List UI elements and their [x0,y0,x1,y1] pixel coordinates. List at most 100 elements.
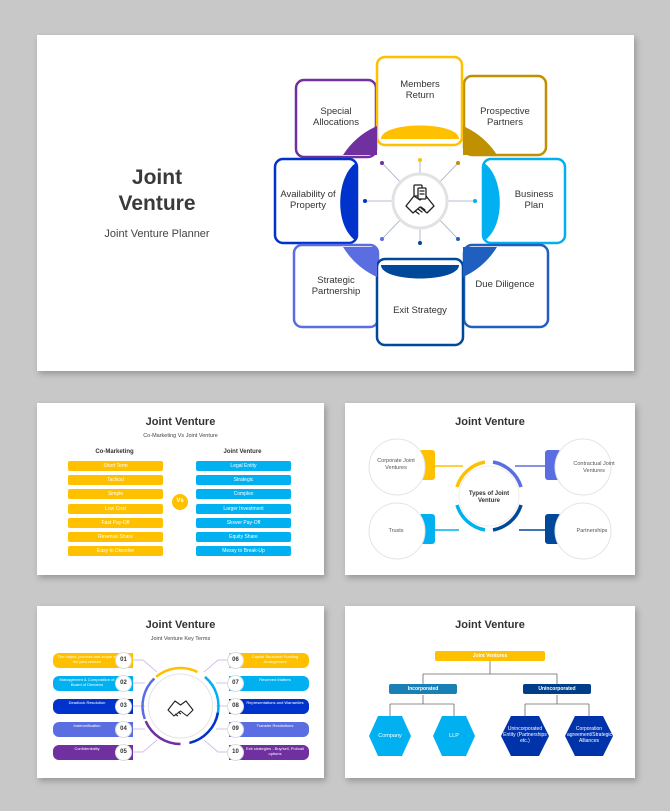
comparison-item: Simple [68,489,163,500]
key-term-number: 10 [227,744,244,761]
petal-label-bottom: Exit Strategy [393,305,447,316]
hex-unincorporated-entity [501,716,549,756]
key-term-number: 01 [115,652,132,669]
comparison-item: Larger Investment [196,503,291,514]
ring-bottom-left [343,247,377,277]
incorporated-node: Incorporated [389,684,457,694]
unincorporated-node: Unincorporated [523,684,591,694]
item-circle-trusts [368,502,426,560]
type-partnerships: Partnerships [576,528,608,534]
spoke-dots [363,158,477,245]
comparison-item: Strategic [196,475,291,486]
slide1-subtitle: Joint Venture Planner [104,228,210,240]
center-circle [391,172,449,230]
arc-contractual [492,460,523,488]
key-term-number: 07 [227,675,244,692]
petal-label-top-right: Prospective Partners [480,106,530,129]
comparison-item: Legal Entity [196,461,291,471]
key-term-bar [53,699,133,714]
key-term-bar [53,676,133,691]
petal-label-bottom-right: Due Diligence [475,279,535,290]
slide4-title: Joint Venture [145,619,216,631]
key-term-bar [229,676,309,691]
key-term-number: 08 [227,698,244,715]
arc-trusts [455,504,486,532]
key-term-number: 09 [227,721,244,738]
petal-frame-top-right [462,74,548,157]
comparison-item: Tactical [68,475,163,486]
joint-venture-header: Joint Venture [223,449,262,455]
ring-bottom-right [463,247,497,277]
key-term-bar [229,722,309,737]
hex-llp [433,716,475,756]
comparison-item: Low Cost [68,503,163,514]
key-term-label: Reserved Matters [259,677,291,682]
hex-corporation-agreement [565,716,613,756]
arc-partnerships [492,504,523,532]
planner-diagram [273,55,567,347]
key-term-number: 04 [115,721,132,738]
ring-top-right [463,126,497,155]
leaf-corporation-agreement: Corporation agreement/Strategic Alliance… [567,726,613,744]
petal-label-left: Availability of Property [280,189,336,212]
petal-frame-right [481,157,567,245]
ring-right [483,163,500,241]
item-circle-partnerships [554,502,612,560]
key-term-label: Exit strategies - Buy/sell, Put/call opt… [245,746,305,756]
type-contractual: Contractual Joint Ventures [573,461,615,474]
ring-top-left [343,126,377,155]
comparison-item: Revenue Share [68,532,163,542]
slide5-title: Joint Venture [455,619,525,631]
comparison-item: Complex [196,489,291,500]
slide4-subtitle: Joint Venture Key Terms [150,636,211,642]
key-term-label: Management & Composition of Board of Dir… [59,677,115,687]
key-term-number: 03 [115,698,132,715]
key-term-label: Transfer Restrictions [256,723,294,728]
petal-label-right: Business Plan [514,189,554,212]
comparison-item: Fast Pay-Off [68,517,163,528]
petal-frame-bottom [375,257,465,347]
ring-bottom [381,265,459,279]
ring-top [381,125,459,139]
slide1-title: Joint Venture [118,166,196,216]
vs-badge [172,494,188,510]
key-term-bar [229,699,309,714]
structure-tree [369,661,613,756]
comparison-item: Slower Pay-Off [196,517,291,528]
slide2-subtitle: Co-Marketing Vs Joint Venture [143,433,218,439]
key-term-bar [229,745,309,760]
key-term-number: 06 [227,652,244,669]
slide-3[interactable]: Joint Venture Types of Joint Venture Cor… [345,403,635,575]
key-term-label: The object, process and scope of the joi… [57,654,117,664]
key-term-bar [53,722,133,737]
petal-label-bottom-left: Strategic Partnership [311,275,361,298]
root-node: Joint Ventures [435,651,545,661]
comparison-item: Easy to Dissolve [68,546,163,557]
slide-1[interactable]: Joint Venture Joint Venture Planner Memb… [37,35,634,371]
key-term-number: 02 [115,675,132,692]
types-diagram [368,438,612,560]
key-term-label: Confidentiality [74,746,100,751]
handshake-icon [167,700,194,717]
slide-4[interactable]: Joint Venture Joint Venture Key Terms Th… [37,606,324,778]
hex-company [369,716,411,756]
key-terms-diagram [132,659,229,753]
leaf-unincorporated-entity: Unincorporated Entity (Partnerships etc.… [503,726,547,744]
ring-left [340,163,357,241]
key-term-label: Indemnification [73,723,101,728]
key-term-bar [53,653,133,668]
slide2-title: Joint Venture [145,416,216,428]
leaf-company: Company [378,733,402,739]
key-term-bar [53,745,133,760]
arc-corporate [455,460,486,488]
petal-label-top: Members Return [400,79,440,102]
comparison-item: Equity Share [196,532,291,542]
vs-label: Vs [176,498,184,504]
slide-2[interactable]: Joint Venture Co-Marketing Vs Joint Vent… [37,403,324,575]
key-term-number: 05 [115,744,132,761]
petal-frame-top [375,55,464,147]
handshake-icon [405,184,435,215]
slide-5[interactable]: Joint Venture Joint Ventures Incorporate… [345,606,635,778]
petal-frame-left [273,157,359,245]
slide3-title: Joint Venture [455,416,525,428]
